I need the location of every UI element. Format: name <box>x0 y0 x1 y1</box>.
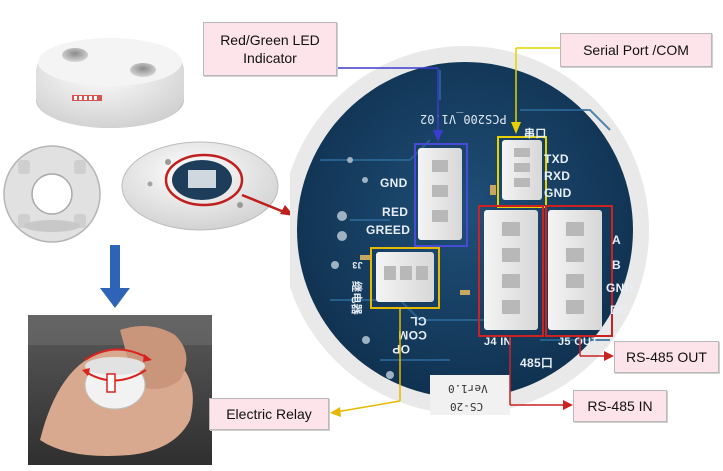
rs-pin-gnd: GND <box>606 281 634 295</box>
rs-pin-dc: DC <box>610 303 628 317</box>
rs485-out-leader-line <box>579 335 614 361</box>
led-pin-red: RED <box>382 205 409 219</box>
sensor-underside-image <box>121 141 279 231</box>
hand-install-photo <box>28 315 212 465</box>
rs485-in-box <box>478 205 544 337</box>
led-pin-green: GREED <box>366 223 411 237</box>
serial-port-callout: Serial Port /COM <box>560 33 712 67</box>
serial-connector-box <box>497 136 547 208</box>
rs485-out-box <box>545 205 613 337</box>
mounting-base-image <box>3 145 101 243</box>
serial-pin-rxd: RXD <box>544 169 571 183</box>
serial-pin-gnd: GND <box>544 186 572 200</box>
serial-leader-line <box>511 47 560 134</box>
led-pin-gnd: GND <box>380 176 408 190</box>
rs485-in-callout: RS-485 IN <box>573 390 667 422</box>
serial-header-label: 串口 <box>524 128 547 140</box>
electric-relay-callout: Electric Relay <box>209 398 329 430</box>
pcb-board <box>290 46 649 415</box>
j4-label: J4 IN <box>484 336 512 348</box>
rs-pin-a: A <box>612 233 621 247</box>
rs-pin-b: B <box>612 258 621 272</box>
j5-label: J5 OUT <box>558 336 599 348</box>
led-indicator-callout: Red/Green LED Indicator <box>203 22 337 76</box>
device-illustrations <box>3 38 294 465</box>
led-leader-line <box>335 67 443 142</box>
sensor-shell-image <box>36 38 184 128</box>
rs485-in-leader-line <box>509 335 573 410</box>
rs485-label: 485口 <box>520 356 554 370</box>
relay-leader-line <box>330 307 401 417</box>
serial-pin-txd: TXD <box>544 152 569 166</box>
rs485-out-callout: RS-485 OUT <box>614 341 719 373</box>
down-arrow-icon <box>100 245 130 308</box>
relay-connector-box <box>370 247 440 309</box>
led-connector-box <box>414 143 468 247</box>
